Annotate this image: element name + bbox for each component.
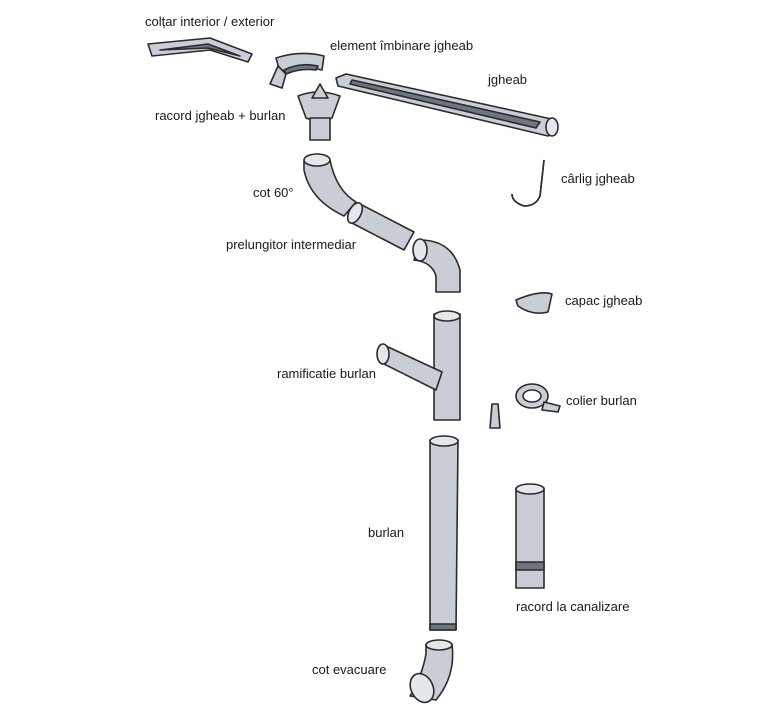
gutter-joint-part [269,52,325,89]
sewer-connector-part [515,483,545,589]
label-hook: cârlig jgheab [561,171,635,186]
elbow-part [412,238,461,293]
label-cap: capac jgheab [565,293,643,308]
label-bracket: colier burlan [566,393,637,408]
label-extension: prelungitor intermediar [226,237,357,252]
downpipe-part [429,435,459,631]
elbow-60-part [303,153,357,217]
gutter-hook-part [511,159,545,207]
pipe-branch-part [376,310,461,421]
label-gutter: jgheab [488,72,528,87]
label-branch: ramificatie burlan [277,366,376,381]
gutter-channel-part [335,73,559,137]
label-joint-element: element îmbinare jgheab [330,38,474,53]
outlet-elbow-part [409,639,454,704]
label-gutter-outlet: racord jgheab + burlan [155,108,286,123]
label-elbow-60: cot 60° [253,185,294,200]
gutter-outlet-part [297,83,341,141]
label-downpipe: burlan [368,525,405,540]
extension-pipe-part [346,202,415,251]
label-sewer-connector: racord la canalizare [516,599,630,614]
gutter-cap-part [515,292,553,314]
pipe-bracket-part [489,383,561,429]
gutter-corner-part [147,37,253,63]
label-outlet-elbow: cot evacuare [312,662,387,677]
label-corner: colțar interior / exterior [145,14,275,29]
